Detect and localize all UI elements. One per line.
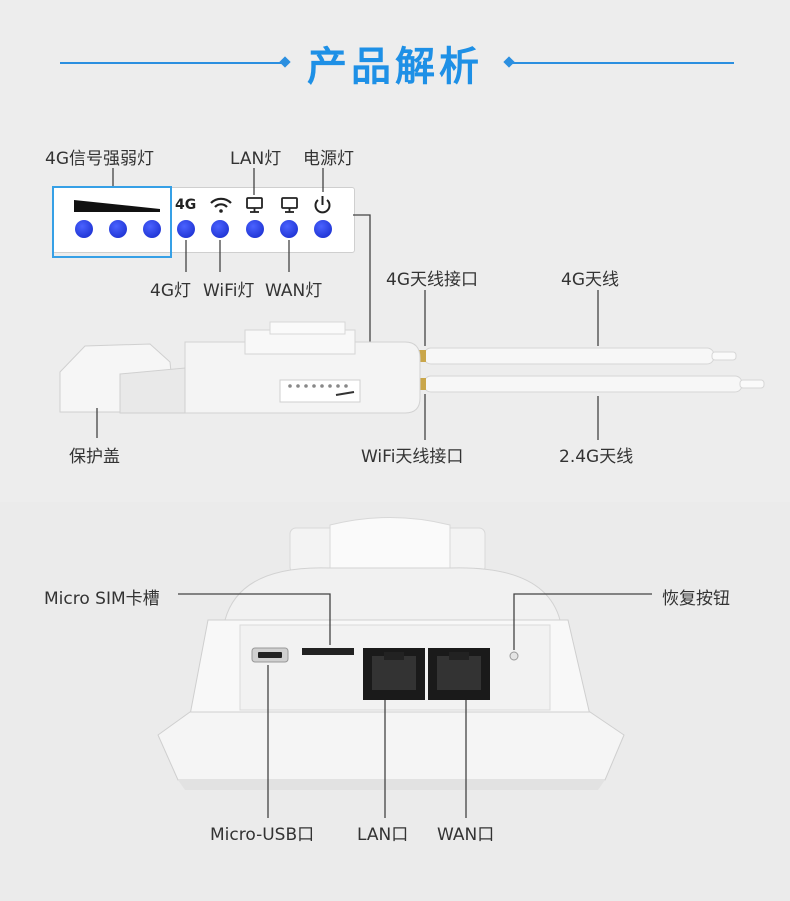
led-wan	[280, 220, 298, 238]
label-micro-sim-slot: Micro SIM卡槽	[44, 589, 160, 609]
label-4g-antenna: 4G天线	[561, 270, 619, 290]
label-protective-cover: 保护盖	[69, 447, 120, 467]
signal-bracket	[52, 186, 172, 258]
power-icon	[314, 196, 331, 214]
label-wifi-led: WiFi灯	[203, 281, 255, 301]
label-wifi-antenna-port: WiFi天线接口	[361, 447, 464, 467]
lan-monitor-icon	[246, 197, 263, 213]
signal-wedge-icon	[74, 200, 160, 212]
led-signal-2	[109, 220, 127, 238]
led-panel	[52, 187, 355, 253]
label-signal-strength: 4G信号强弱灯	[45, 149, 154, 169]
led-wifi	[211, 220, 229, 238]
antenna-4g-graphic	[416, 347, 737, 365]
label-power-led: 电源灯	[303, 149, 354, 169]
title-right-line	[512, 62, 734, 64]
led-signal-3	[143, 220, 161, 238]
4g-text-icon: 4G	[175, 197, 197, 213]
led-4g	[177, 220, 195, 238]
page-title: 产品解析	[307, 44, 483, 90]
label-reset-button: 恢复按钮	[662, 589, 730, 609]
label-wan-port: WAN口	[437, 825, 495, 845]
antenna-24g-graphic	[416, 375, 765, 393]
label-wan-led: WAN灯	[265, 281, 323, 301]
title-left-line	[60, 62, 285, 64]
device-body-top	[184, 321, 421, 414]
label-24g-antenna: 2.4G天线	[559, 447, 634, 467]
led-power	[314, 220, 332, 238]
device-bottom-graphic	[157, 517, 625, 790]
label-4g-led: 4G灯	[150, 281, 191, 301]
label-lan-led: LAN灯	[230, 149, 282, 169]
label-lan-port: LAN口	[357, 825, 409, 845]
label-4g-antenna-port: 4G天线接口	[386, 270, 478, 290]
wan-monitor-icon	[281, 197, 298, 213]
led-signal-1	[75, 220, 93, 238]
led-lan	[246, 220, 264, 238]
wifi-icon	[210, 197, 232, 213]
label-micro-usb-port: Micro-USB口	[210, 825, 315, 845]
protective-cover-graphic	[59, 343, 186, 414]
